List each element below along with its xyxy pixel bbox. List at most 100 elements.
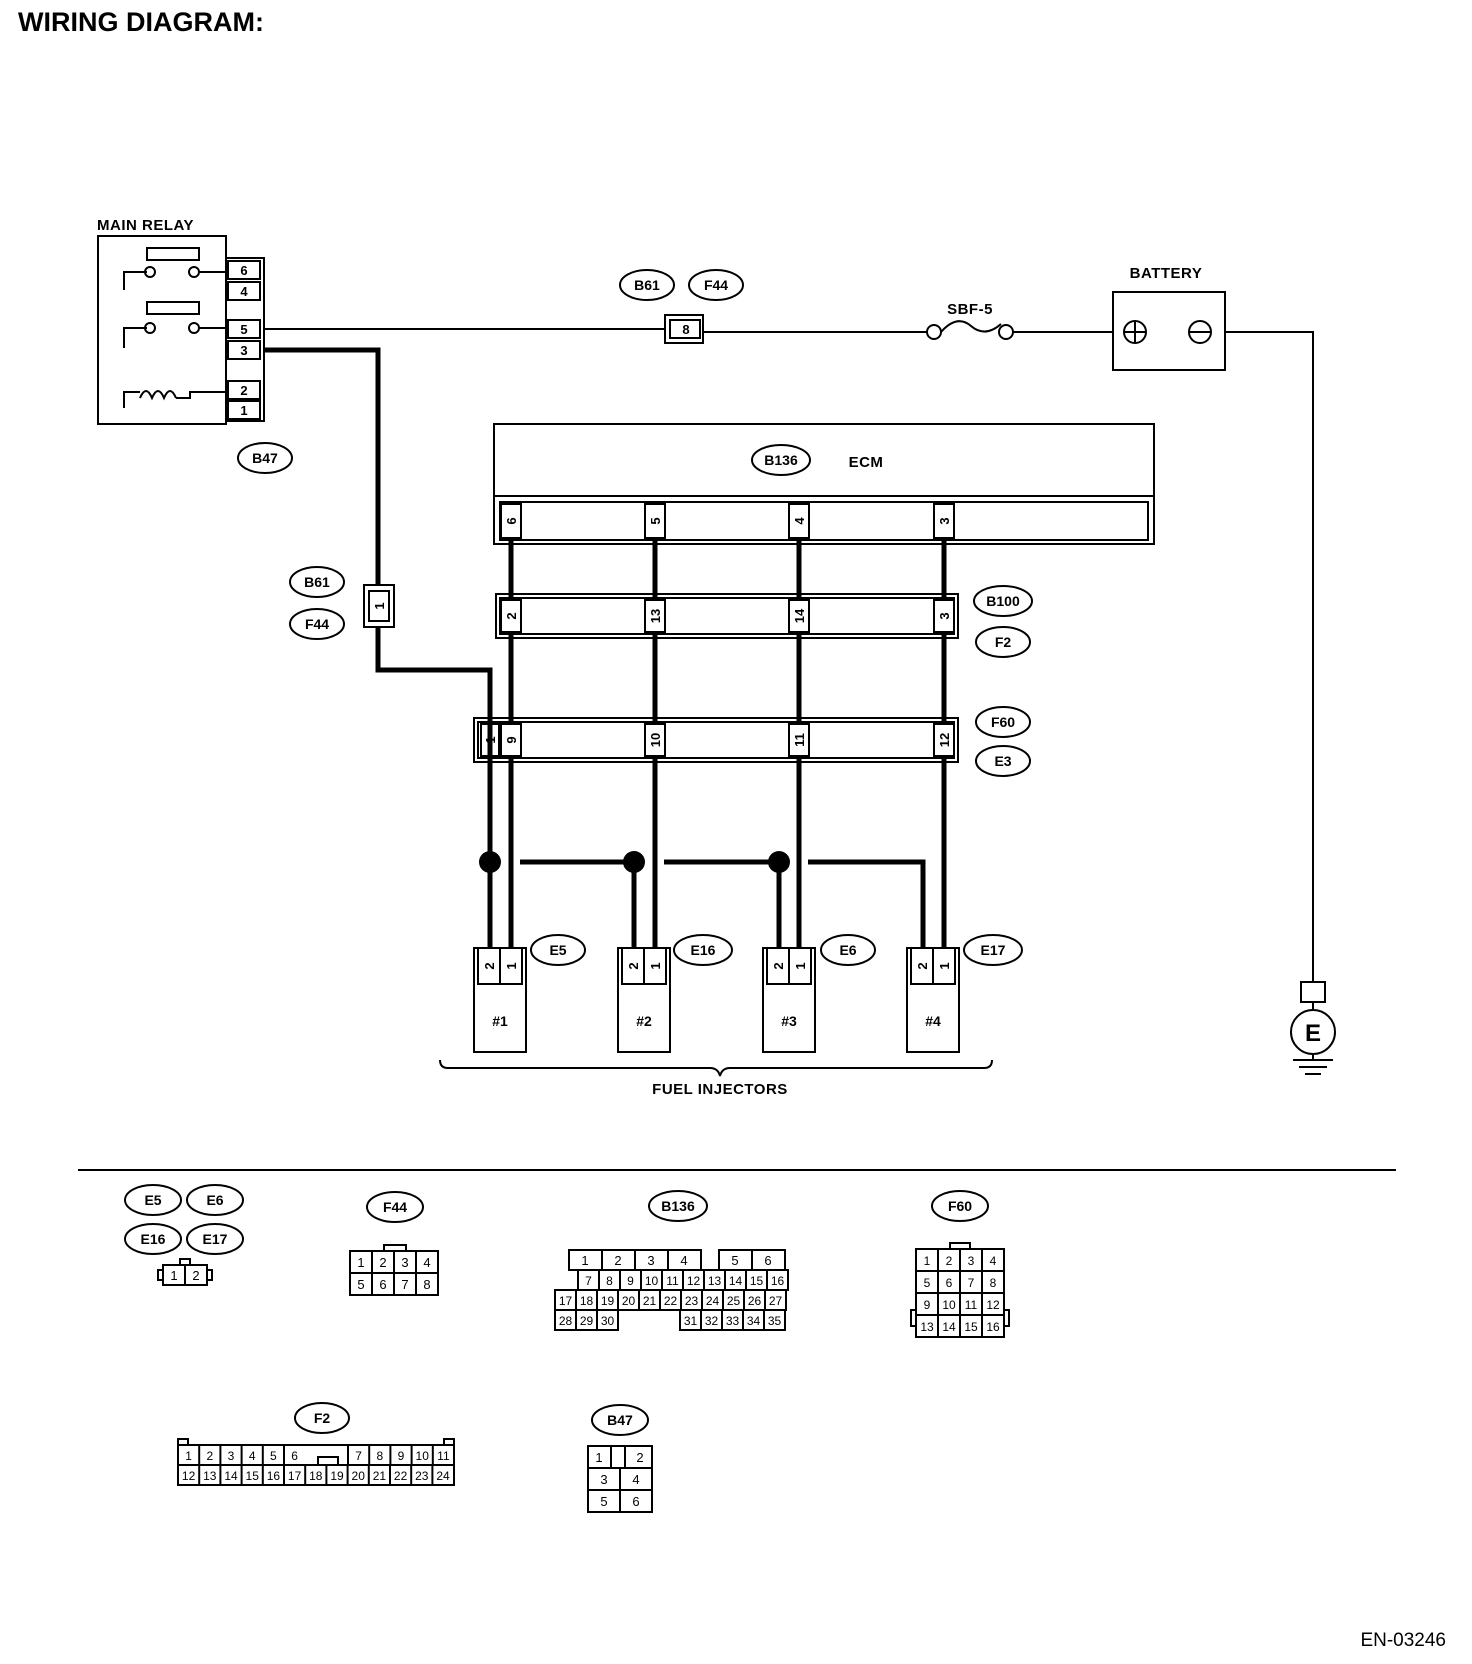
svg-text:B136: B136	[764, 452, 798, 468]
pin-number: 17	[559, 1294, 573, 1308]
pin-number: 5	[270, 1449, 277, 1463]
svg-text:2: 2	[636, 1450, 643, 1465]
legend-injector-connectors: E5 E6 E16 E17 1 2	[124, 1184, 244, 1286]
b100-pin-2: 2	[504, 612, 519, 619]
svg-text:5: 5	[731, 1253, 738, 1268]
legend-b136: B136 1 2 3 4 5 6	[568, 1190, 786, 1271]
pin-number: 28	[559, 1314, 573, 1328]
pin-number: 23	[415, 1469, 429, 1483]
svg-text:F2: F2	[314, 1410, 331, 1426]
pin-number: 21	[643, 1294, 657, 1308]
pin-number: 17	[288, 1469, 302, 1483]
injector-signal-wires	[508, 540, 947, 948]
legend-f44: F44 1 2 3 4 5 6 7 8	[349, 1191, 439, 1296]
f60-pin-12: 12	[937, 733, 952, 747]
connector-ref-f44-mid: F44	[289, 608, 345, 640]
pin-number: 3	[228, 1449, 235, 1463]
pin-number: 27	[769, 1294, 783, 1308]
svg-text:2: 2	[771, 962, 786, 969]
pin-number: 8	[376, 1449, 383, 1463]
pin-number: 9	[924, 1298, 931, 1312]
pin-number: 14	[729, 1274, 743, 1288]
svg-text:4: 4	[632, 1472, 639, 1487]
ecm-pin-5: 5	[648, 517, 663, 524]
svg-text:E17: E17	[981, 942, 1006, 958]
injector-4: 2 1 #4	[906, 947, 960, 1053]
pin-number: 7	[968, 1276, 975, 1290]
svg-text:B136: B136	[661, 1198, 695, 1214]
pin-number: 12	[182, 1469, 196, 1483]
relay-pin-5: 5	[240, 322, 247, 337]
main-relay-connector-b47: 6 4 5 3 2 1	[225, 257, 265, 422]
injector-3: 2 1 #3	[762, 947, 816, 1053]
svg-text:E16: E16	[141, 1231, 166, 1247]
relay-pin-3: 3	[240, 343, 247, 358]
document-code: EN-03246	[1360, 1630, 1446, 1651]
svg-text:4: 4	[423, 1255, 430, 1270]
f60-pin-9: 9	[504, 736, 519, 743]
pin-number: 20	[352, 1469, 366, 1483]
pin-number: 35	[768, 1314, 782, 1328]
pin-number: 4	[990, 1254, 997, 1268]
connector-ref-e17: E17	[963, 934, 1023, 966]
svg-text:E6: E6	[839, 942, 856, 958]
svg-text:2: 2	[379, 1255, 386, 1270]
fuse-label: SBF-5	[947, 301, 993, 318]
pin-number: 7	[355, 1449, 362, 1463]
relay-pin-1: 1	[240, 403, 247, 418]
svg-text:E16: E16	[691, 942, 716, 958]
ground-wire	[1225, 331, 1314, 982]
fuel-injectors-label: FUEL INJECTORS	[652, 1081, 788, 1098]
pin-number: 1	[924, 1254, 931, 1268]
pin-number: 30	[601, 1314, 615, 1328]
fuse-sbf-5	[926, 320, 1014, 340]
svg-text:8: 8	[682, 322, 689, 337]
pin-number: 8	[990, 1276, 997, 1290]
connector-ref-f44-top: F44	[688, 269, 744, 301]
pin-number: 11	[965, 1298, 978, 1312]
pin-cell	[763, 1309, 786, 1331]
svg-text:E17: E17	[203, 1231, 228, 1247]
svg-text:2: 2	[482, 962, 497, 969]
svg-text:E5: E5	[549, 942, 566, 958]
pin-number: 18	[309, 1469, 323, 1483]
pin-number: 19	[330, 1469, 344, 1483]
fuel-injectors-bracket	[439, 1059, 993, 1077]
connector-ref-f60: F60	[975, 706, 1031, 738]
svg-text:3: 3	[401, 1255, 408, 1270]
pin-number: 15	[750, 1274, 764, 1288]
injector-power-bus	[479, 758, 926, 948]
b100-pin-3: 3	[937, 612, 952, 619]
pin-number: 14	[942, 1320, 956, 1334]
pin-number: 25	[727, 1294, 741, 1308]
svg-text:4: 4	[680, 1253, 687, 1268]
pin-number: 1	[185, 1449, 192, 1463]
pin-number: 13	[203, 1469, 217, 1483]
pin-number: 15	[246, 1469, 260, 1483]
pin-number: 6	[291, 1449, 298, 1463]
injector-2: 2 1 #2	[617, 947, 671, 1053]
relay-pin3-wire	[264, 347, 381, 585]
main-relay	[97, 235, 227, 425]
relay-pin-2: 2	[240, 383, 247, 398]
svg-text:1: 1	[170, 1268, 177, 1283]
connector-ref-b100: B100	[973, 585, 1033, 617]
svg-text:E: E	[1305, 1020, 1321, 1047]
pin-number: 29	[580, 1314, 594, 1328]
svg-text:B100: B100	[986, 593, 1020, 609]
pin-number: 16	[267, 1469, 281, 1483]
connector-ref-e6: E6	[820, 934, 876, 966]
svg-text:B47: B47	[607, 1412, 633, 1428]
svg-text:B61: B61	[634, 277, 660, 293]
svg-text:B61: B61	[304, 574, 330, 590]
svg-text:F44: F44	[305, 616, 329, 632]
pin-number: 22	[394, 1469, 408, 1483]
ecm-pin-4: 4	[792, 517, 807, 525]
legend-b47: B47 1 2 3 4 5 6	[587, 1404, 653, 1513]
connector-b100-f2	[495, 593, 959, 639]
pin-number: 2	[206, 1449, 213, 1463]
svg-text:1: 1	[937, 962, 952, 969]
connector-ref-f2: F2	[975, 626, 1031, 658]
